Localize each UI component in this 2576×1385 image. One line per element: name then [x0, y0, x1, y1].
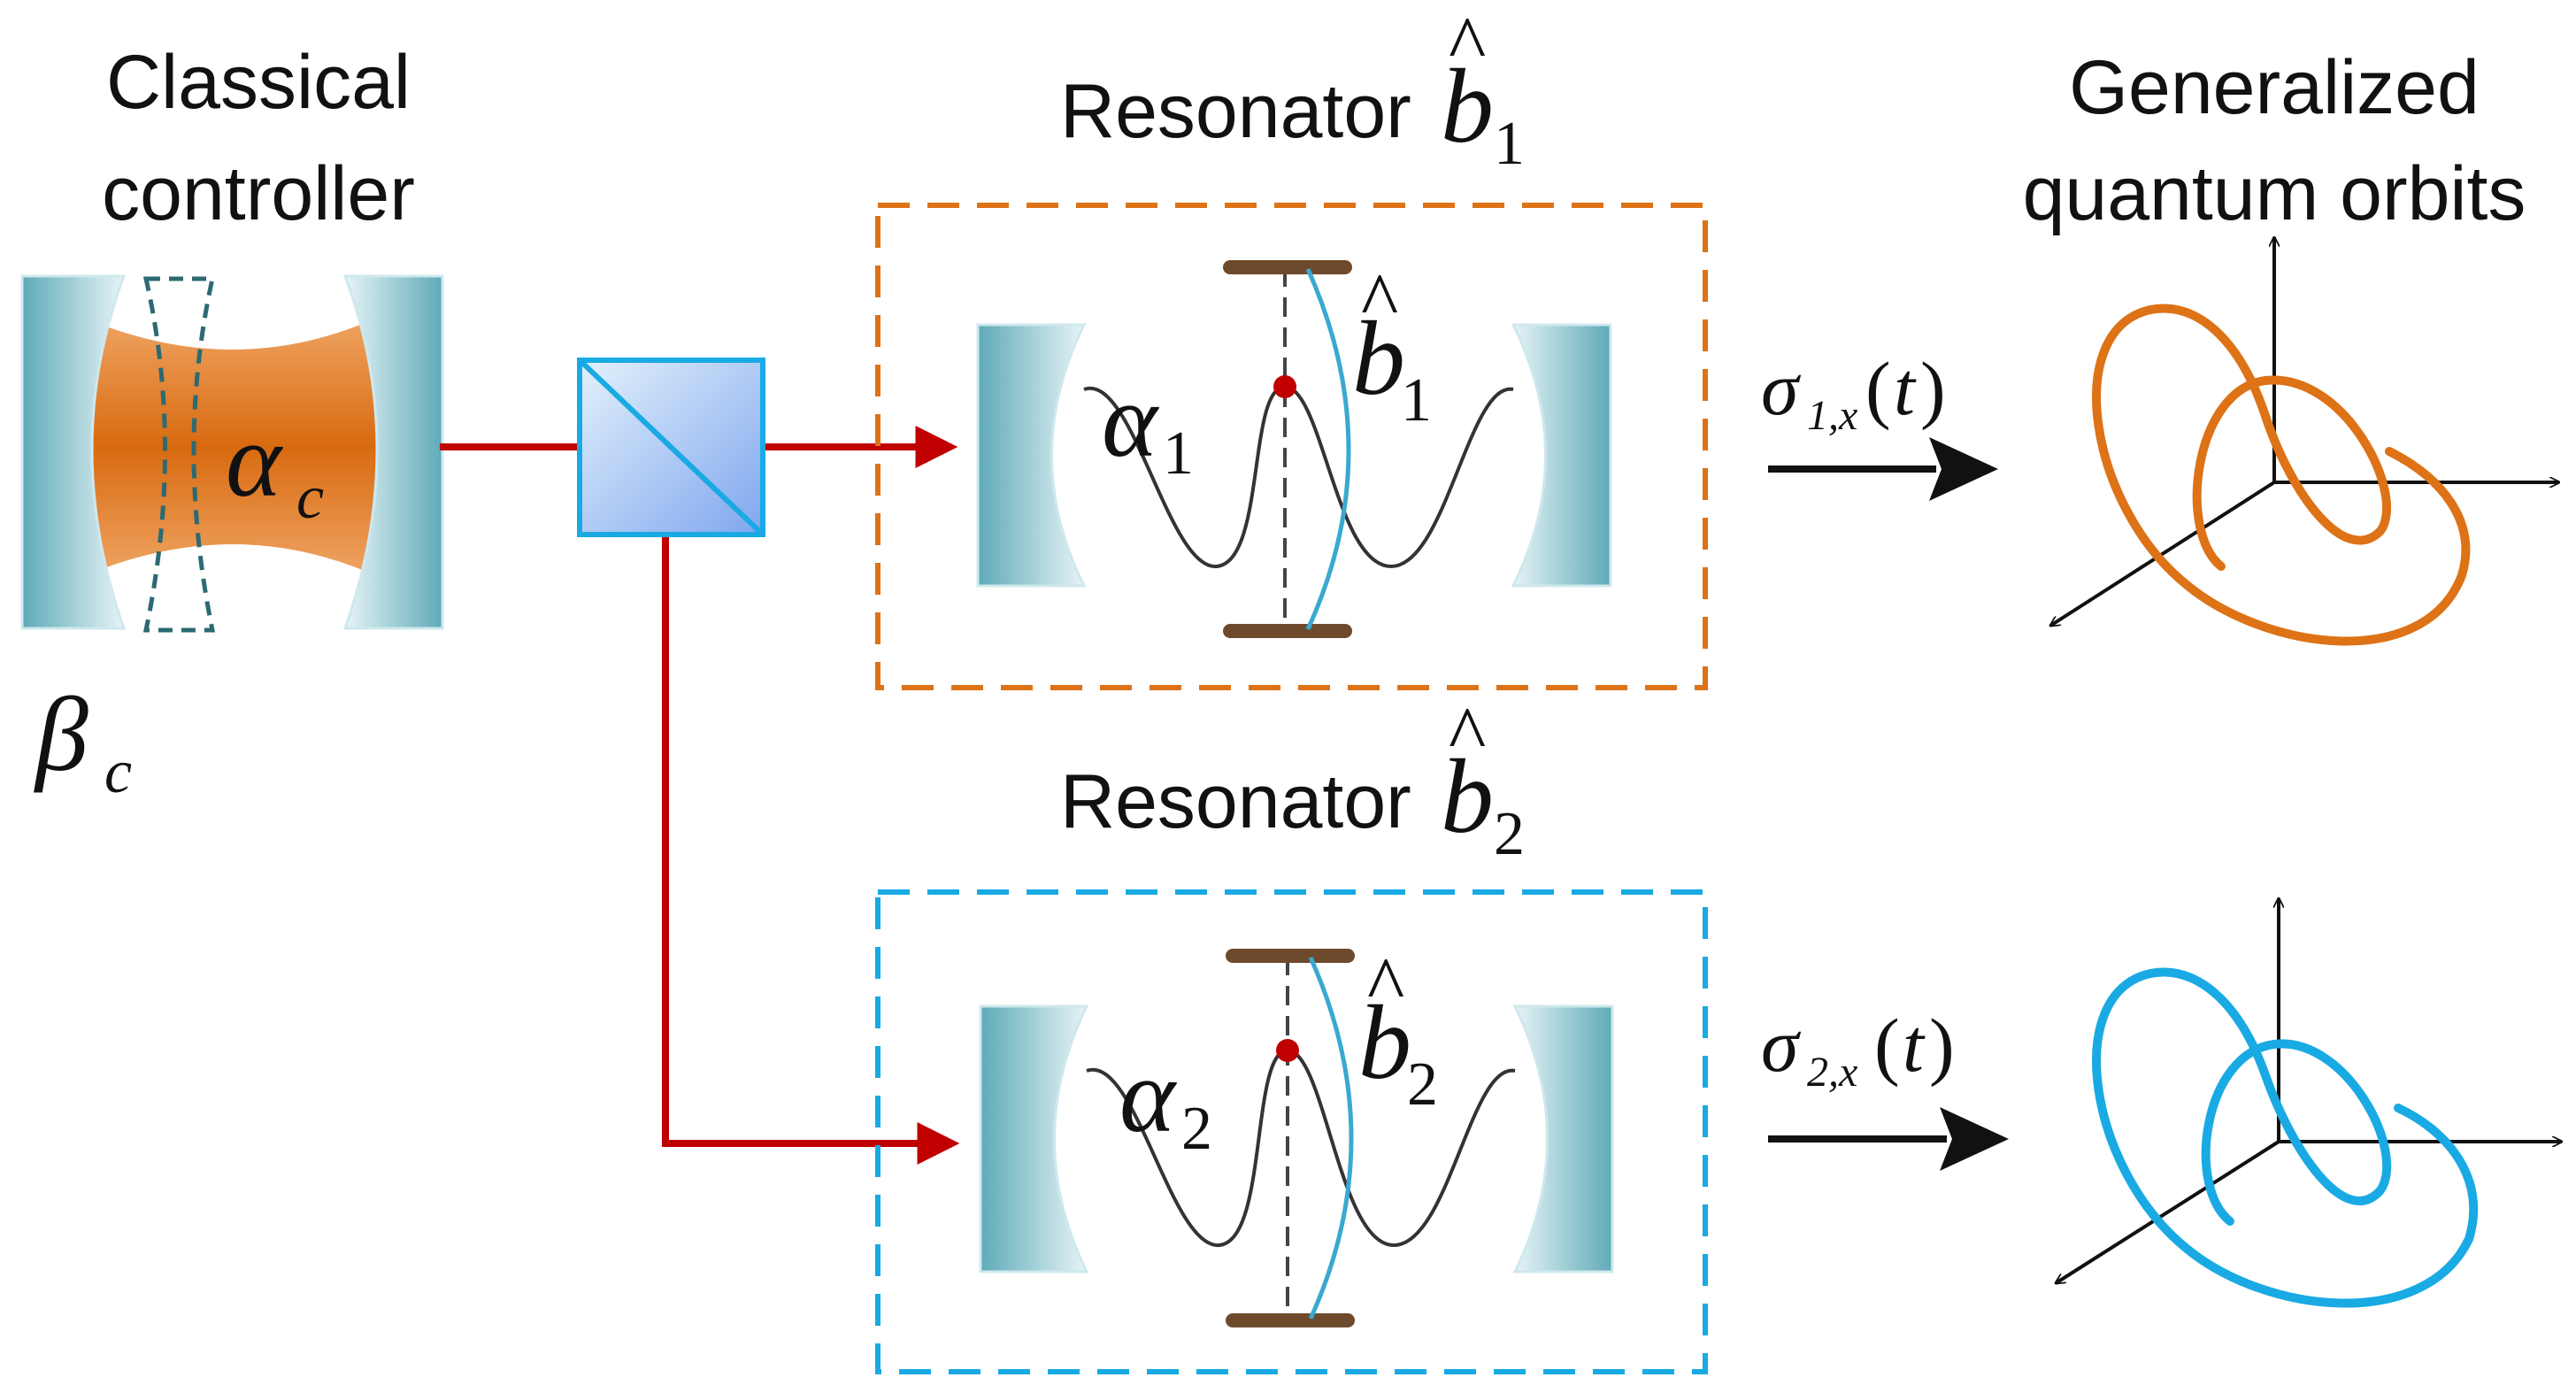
- resonator1-title-text: Resonator: [1060, 69, 1411, 154]
- alpha1-sub: 1: [1163, 419, 1194, 488]
- resonator1-dot: [1273, 375, 1296, 398]
- controller-cavity: [20, 274, 444, 633]
- sigma2-t: t: [1903, 1003, 1926, 1088]
- controller-right-mirror: [342, 274, 444, 630]
- sigma2-open: (: [1874, 1003, 1900, 1088]
- resonator2-dot: [1276, 1039, 1299, 1062]
- sigma1-arrow: [1768, 437, 1998, 501]
- resonator2-title-b: b: [1441, 737, 1494, 855]
- b2-sub: 2: [1407, 1050, 1438, 1119]
- sigma1-sub: 1,x: [1807, 392, 1857, 439]
- resonator1-left-mirror: [976, 323, 1087, 588]
- resonator2-title-sub: 2: [1494, 800, 1525, 868]
- resonator1-right-mirror: [1511, 323, 1612, 588]
- resonator2-title-text: Resonator: [1060, 759, 1411, 844]
- controller-left-mirror: [20, 274, 127, 630]
- beam-to-resonator2: [662, 447, 960, 1165]
- alpha-c-sub: c: [296, 464, 324, 532]
- resonator1-title-sub: 1: [1494, 110, 1525, 178]
- alpha-c-main: α: [226, 401, 283, 519]
- orbit1-curve: [2092, 304, 2471, 646]
- alpha2-sub: 2: [1181, 1095, 1212, 1163]
- resonator1-title: Resonator b ^ 1: [1060, 1, 1525, 178]
- beam-splitter: [577, 358, 765, 537]
- orbit2-curve: [2092, 967, 2479, 1308]
- orbit-plot-1: [2050, 237, 2559, 646]
- orbit2-axis-y: [2056, 1140, 2280, 1283]
- sigma2-label: σ 2,x ( t ): [1761, 1003, 1955, 1096]
- beta-c-main: β: [34, 675, 88, 793]
- alpha1-main: α: [1102, 361, 1159, 479]
- orbits-title-line1: Generalized: [2069, 45, 2480, 130]
- resonator1-frame: [875, 203, 1708, 690]
- sigma1-close: ): [1920, 346, 1946, 431]
- controller-movable-mirror: [142, 276, 216, 633]
- sigma1-t: t: [1894, 346, 1917, 431]
- sigma2-sub: 2,x: [1807, 1049, 1857, 1096]
- resonator2-right-mirror: [1512, 1004, 1614, 1273]
- resonator1-title-hat: ^: [1449, 1, 1486, 88]
- b1-symbol: b ^ 1: [1352, 258, 1432, 435]
- alpha2-symbol: α 2: [1119, 1036, 1212, 1163]
- orbits-title-line2: quantum orbits: [2023, 151, 2526, 236]
- resonator1-cavity: [976, 260, 1612, 638]
- sigma1-main: σ: [1761, 346, 1802, 431]
- resonator1-membrane: [1305, 267, 1351, 631]
- controller-beam: [66, 310, 394, 584]
- b2-symbol: b ^ 2: [1358, 942, 1438, 1119]
- sigma1-open: (: [1865, 346, 1891, 431]
- resonator2-title-hat: ^: [1449, 691, 1486, 779]
- beta-c-symbol: β c: [34, 675, 132, 806]
- resonator2-frame: [875, 889, 1708, 1374]
- resonator2-membrane: [1308, 956, 1354, 1320]
- sigma2-arrow: [1768, 1107, 2009, 1171]
- b1-main: b: [1352, 299, 1405, 417]
- controller-title-line1: Classical: [106, 40, 411, 125]
- beta-c-sub: c: [104, 738, 132, 806]
- resonator2-cavity: [979, 949, 1614, 1327]
- orbit-plot-2: [2056, 898, 2562, 1308]
- alpha-c-symbol: α c: [226, 401, 324, 532]
- b2-hat: ^: [1367, 942, 1404, 1029]
- alpha2-main: α: [1119, 1036, 1177, 1154]
- red-beam-paths: [440, 426, 960, 1165]
- b1-hat: ^: [1361, 258, 1398, 345]
- b2-main: b: [1358, 983, 1411, 1101]
- orbits-title: Generalized quantum orbits: [2023, 45, 2526, 236]
- controller-title-line2: controller: [102, 151, 415, 236]
- alpha1-symbol: α 1: [1102, 361, 1194, 488]
- sigma2-close: ): [1929, 1003, 1955, 1088]
- resonator1-title-b: b: [1441, 47, 1494, 165]
- resonator2-left-mirror: [979, 1004, 1089, 1273]
- controller-title: Classical controller: [102, 40, 415, 236]
- sigma1-label: σ 1,x ( t ): [1761, 346, 1946, 439]
- resonator2-title: Resonator b ^ 2: [1060, 691, 1525, 868]
- orbit1-axis-y: [2050, 481, 2276, 626]
- b1-sub: 1: [1401, 366, 1432, 435]
- sigma2-main: σ: [1761, 1003, 1802, 1088]
